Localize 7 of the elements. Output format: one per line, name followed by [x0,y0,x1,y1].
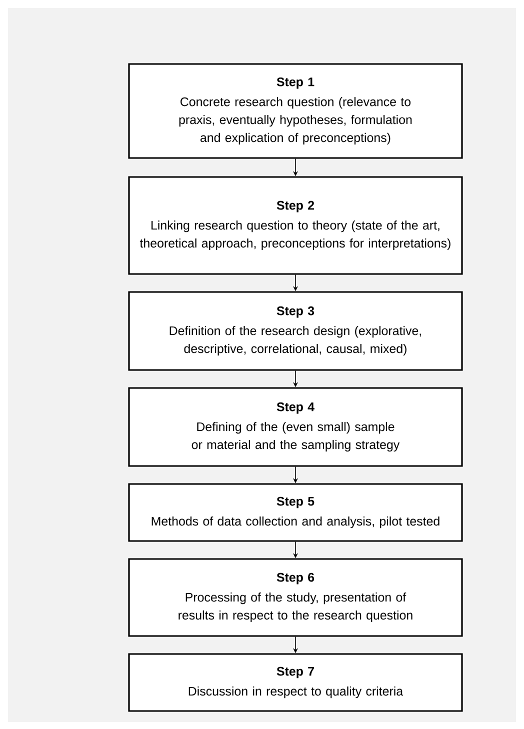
step-box: Step 6 Processing of the study, presentation of results in respect to the research question [128,558,463,637]
step-box: Step 4 Defining of the (even small) sample or material and the sampling strategy [128,387,463,467]
step-box: Step 3 Definition of the research design (explorative, descriptive, correlational, causal, mixed) [128,291,463,371]
step-box: Step 5 Methods of data collection and analysis, pilot tested [128,483,463,542]
step-box: Step 7 Discussion in respect to quality criteria [128,653,463,712]
step-box: Step 2 Linking research question to theory (state of the art, theoretical approach, preconceptions for interpretations) [128,176,463,275]
step-box: Step 1 Concrete research question (relevance to praxis, eventually hypotheses, formulation and explication of preconceptions) [128,63,463,159]
